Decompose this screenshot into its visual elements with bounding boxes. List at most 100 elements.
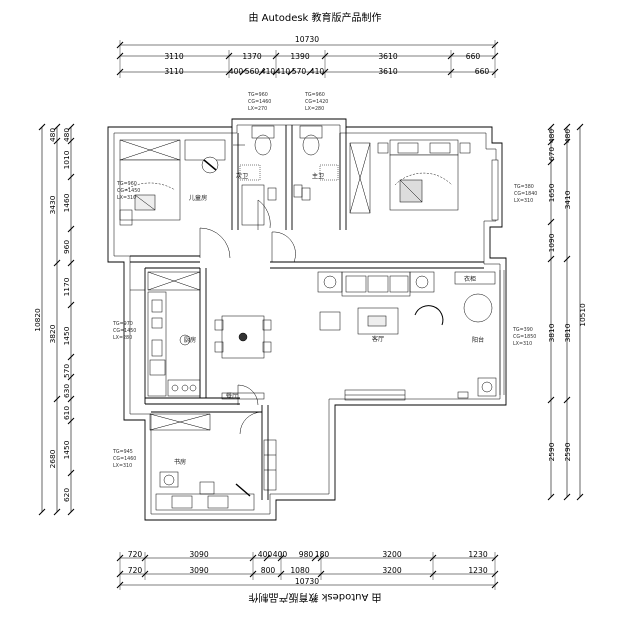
- watermark-top: 由 Autodesk 教育版产品制作: [248, 13, 382, 24]
- note-child-2: CG=1450: [117, 188, 140, 194]
- note-child-3: LX=310: [117, 195, 136, 201]
- note-balcony-2: CG=1850: [513, 334, 536, 340]
- dim-bottom-row1-3: 400: [273, 550, 288, 559]
- dim-right-total: 10510: [578, 303, 587, 327]
- dim-bottom-row1-1: 3090: [189, 550, 208, 559]
- label-bath-secondary: 次卫: [236, 172, 248, 180]
- dim-bottom-row2-0: 720: [128, 566, 143, 575]
- note-bath2-1: TG=960: [247, 92, 268, 98]
- dim-bottom-row2-2: 800: [261, 566, 276, 575]
- dim-right-outer-0: 480: [563, 129, 572, 143]
- left-dimension-chains: [38, 123, 75, 516]
- dim-bottom-row1-4: 980: [299, 550, 314, 559]
- note-study-1: TG=945: [112, 449, 133, 455]
- top-dimension-chains: [116, 40, 499, 78]
- note-study-2: CG=1460: [113, 456, 136, 462]
- walls: [107, 118, 507, 521]
- note-balcony-3: LX=310: [513, 341, 532, 347]
- note-master-3: LX=310: [514, 198, 533, 204]
- dim-top-total: 10730: [295, 35, 319, 44]
- dim-right-outer-2: 3810: [563, 323, 572, 342]
- dim-left-outer-1: 3430: [48, 195, 57, 214]
- child-room-furniture: [119, 139, 226, 226]
- bottom-dimension-chains: [116, 552, 499, 590]
- bathroom-fixtures: [233, 125, 339, 226]
- dim-left-inner-4: 1170: [62, 277, 71, 296]
- dim-right-inner-0: 480: [547, 129, 556, 143]
- dim-top-row1-0: 3110: [164, 52, 183, 61]
- dim-bottom-row2-4: 3200: [382, 566, 401, 575]
- note-child-1: TG=960: [116, 181, 137, 187]
- dim-bottom-row1-6: 3200: [382, 550, 401, 559]
- note-balcony-1: TG=390: [512, 327, 533, 333]
- room-labels: 儿童房 次卫 主卫 厨房 餐厅 客厅 阳台 书房 衣柜: [174, 172, 484, 466]
- dim-bottom-row2-1: 3090: [189, 566, 208, 575]
- dim-bottom-row2-3: 1080: [290, 566, 309, 575]
- dim-top-row2-3: 410: [261, 67, 276, 76]
- dim-top-row1-3: 3610: [378, 52, 397, 61]
- dim-top-row2-0: 3110: [164, 67, 183, 76]
- window-notes: TG=960 CG=1450 LX=310 TG=960 CG=1460 LX=…: [112, 92, 537, 469]
- dim-top-row2-2: 560: [245, 67, 260, 76]
- note-bath1-2: CG=1420: [305, 99, 328, 105]
- dim-right-inner-5: 2590: [547, 442, 556, 461]
- label-balcony: 阳台: [472, 336, 484, 344]
- dim-right-inner-1: 670: [547, 147, 556, 161]
- label-storage: 衣柜: [464, 275, 476, 283]
- dim-top-row2-1: 400: [229, 67, 244, 76]
- note-bath2-2: CG=1460: [248, 99, 271, 105]
- label-child-room: 儿童房: [189, 194, 208, 202]
- kitchen-fixtures: [147, 271, 201, 397]
- dim-left-inner-1: 1010: [62, 150, 71, 169]
- dim-left-inner-2: 1460: [62, 193, 71, 212]
- balcony-fixtures: [454, 270, 505, 399]
- dim-left-total: 10820: [33, 308, 42, 332]
- note-kitchen-1: TG=970: [112, 321, 133, 327]
- dim-left-outer-2: 3820: [48, 324, 57, 343]
- label-kitchen: 厨房: [184, 336, 196, 344]
- dim-right-outer-3: 2590: [563, 442, 572, 461]
- dim-right-inner-3: 1090: [547, 233, 556, 252]
- doors: [130, 199, 296, 435]
- living-furniture: [317, 271, 444, 401]
- dim-left-inner-6: 570: [62, 364, 71, 378]
- dim-bottom-row1-2: 400: [258, 550, 273, 559]
- dim-left-outer-3: 2680: [48, 449, 57, 468]
- dim-right-inner-2: 1650: [547, 183, 556, 202]
- dim-left-inner-8: 610: [62, 406, 71, 420]
- label-living: 客厅: [372, 335, 384, 343]
- dim-top-row1-2: 1390: [290, 52, 309, 61]
- dim-right-outer-1: 3410: [563, 190, 572, 209]
- dim-bottom-total: 10730: [295, 577, 319, 586]
- dim-top-row1-1: 1370: [242, 52, 261, 61]
- dim-left-inner-5: 1450: [62, 326, 71, 345]
- note-kitchen-2: CG=1450: [113, 328, 136, 334]
- dim-bottom-row1-0: 720: [128, 550, 143, 559]
- dim-bottom-row2-5: 1230: [468, 566, 487, 575]
- dim-bottom-row1-5: 180: [315, 550, 330, 559]
- dim-top-row2-5: 570: [292, 67, 307, 76]
- note-master-1: TG=380: [513, 184, 534, 190]
- dim-left-inner-7: 630: [62, 384, 71, 398]
- label-dining: 餐厅: [226, 392, 238, 400]
- dining-furniture: [214, 315, 272, 400]
- label-bath-master: 主卫: [312, 172, 324, 180]
- dim-left-inner-3: 960: [62, 240, 71, 254]
- dim-top-row2-8: 660: [475, 67, 490, 76]
- note-bath1-3: LX=280: [305, 106, 324, 112]
- note-kitchen-3: LX=280: [113, 335, 132, 341]
- note-master-2: CG=1840: [514, 191, 537, 197]
- dim-right-inner-4: 3810: [547, 323, 556, 342]
- dim-top-row2-7: 3610: [378, 67, 397, 76]
- note-bath2-3: LX=270: [248, 106, 267, 112]
- label-study: 书房: [174, 458, 186, 466]
- note-bath1-1: TG=960: [304, 92, 325, 98]
- master-bedroom-furniture: [349, 139, 499, 221]
- dim-top-row2-6: 410: [310, 67, 325, 76]
- dim-left-outer-0: 480: [48, 128, 57, 142]
- dim-left-inner-10: 620: [62, 488, 71, 502]
- study-furniture: [149, 413, 277, 511]
- dim-top-row2-4: 410: [276, 67, 291, 76]
- dim-top-row1-4: 660: [466, 52, 481, 61]
